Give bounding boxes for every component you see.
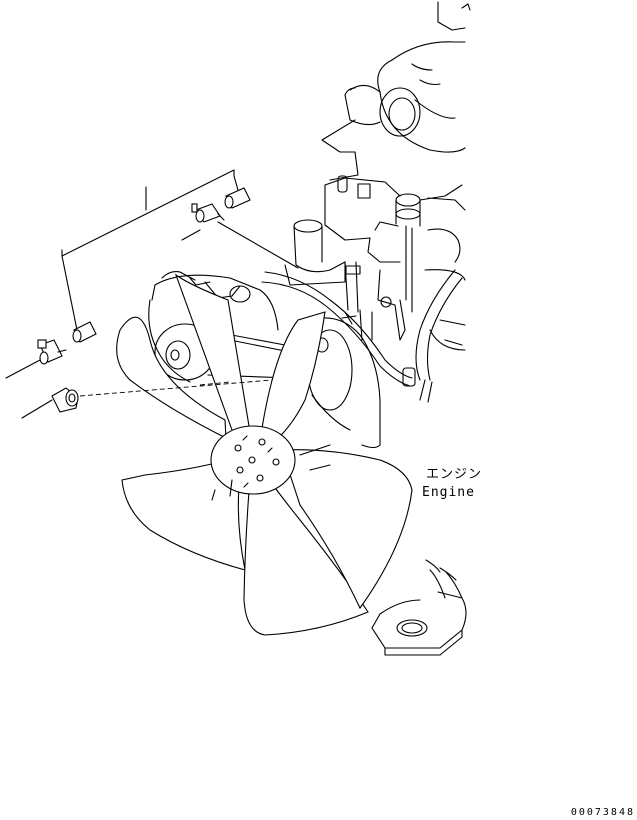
- intake-pipe-assembly: [321, 1, 471, 181]
- hose-sleeve-upper: [224, 187, 251, 209]
- hose-sleeve-lower: [72, 321, 97, 343]
- sensor-hose: [261, 271, 416, 387]
- fan-hub-bolts: [234, 435, 280, 488]
- water-temperature-sensor-upper: [191, 203, 225, 223]
- water-outlet-pipe: [284, 219, 361, 313]
- engine-mount-bracket: [371, 559, 467, 656]
- drawing-number: 00073848: [570, 807, 635, 818]
- engine-label-japanese: エンジン: [426, 467, 483, 482]
- callout-leaders: [5, 169, 299, 419]
- engine-label-english: Engine: [422, 485, 475, 500]
- water-temperature-sensor-left: [37, 339, 67, 365]
- cooling-fan: [116, 273, 413, 636]
- adapter-fitting-left: [51, 387, 79, 413]
- engine-block: [324, 175, 466, 403]
